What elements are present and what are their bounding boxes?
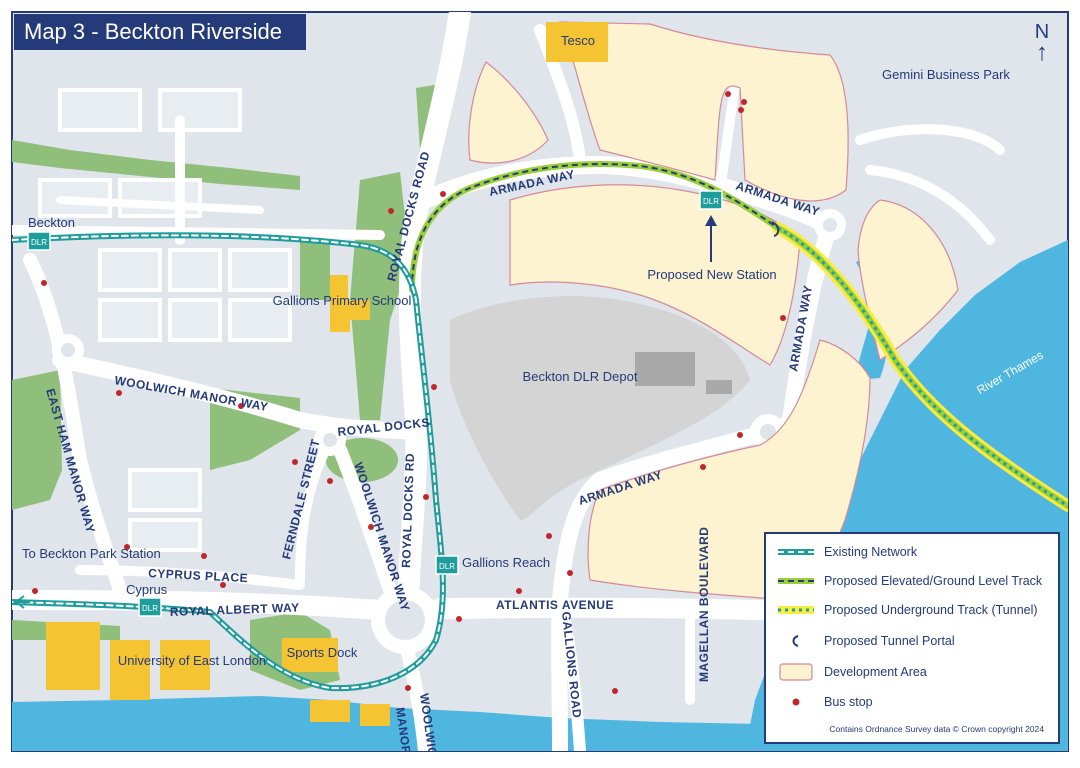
station-label-gallions-reach: Gallions Reach (462, 555, 550, 570)
road-label-cyprus-place: CYPRUS PLACE (148, 566, 249, 585)
existing-track-icon (776, 542, 816, 562)
map-title: Map 3 - Beckton Riverside (14, 14, 306, 50)
roundabouts (52, 68, 846, 654)
label-gemini: Gemini Business Park (882, 67, 1010, 82)
depot-building (635, 352, 695, 386)
buildings (46, 22, 608, 726)
label-uel: University of East London (118, 653, 266, 668)
legend-label: Development Area (824, 665, 927, 679)
dlr-icon-text: DLR (439, 562, 455, 571)
dlr-icon-text: DLR (142, 604, 158, 613)
legend: Existing Network Proposed Elevated/Groun… (764, 532, 1060, 744)
legend-item-bus-stop: Bus stop (776, 692, 873, 712)
legend-item-tunnel-portal: Proposed Tunnel Portal (776, 631, 955, 651)
road-label-atlantis-avenue: ATLANTIS AVENUE (496, 598, 614, 612)
legend-label: Proposed Underground Track (Tunnel) (824, 603, 1038, 617)
legend-label: Proposed Elevated/Ground Level Track (824, 574, 1043, 588)
legend-item-tunnel-track: Proposed Underground Track (Tunnel) (776, 600, 1038, 620)
tunnel-portal-icon (771, 221, 780, 237)
legend-label: Proposed Tunnel Portal (824, 634, 955, 648)
station-label-cyprus: Cyprus (126, 582, 168, 597)
dlr-icon-text: DLR (31, 238, 47, 247)
proposed-track-dash (411, 163, 779, 291)
station-label-beckton: Beckton (28, 215, 75, 230)
road-label-royal-albert-way: ROYAL ALBERT WAY (170, 600, 300, 619)
north-label: N (1034, 21, 1050, 43)
proposed-track-icon (776, 571, 816, 591)
proposed-station-arrow (705, 215, 717, 262)
tunnel-track-dots (777, 226, 1068, 508)
north-indicator: N ↑ (1028, 21, 1056, 66)
north-arrow-icon: ↑ (1036, 39, 1048, 66)
legend-credit: Contains Ordnance Survey data © Crown co… (829, 724, 1044, 734)
road-network (12, 12, 1005, 751)
station-icon-beckton[interactable]: DLR (27, 231, 51, 251)
label-depot: Beckton DLR Depot (523, 369, 638, 384)
road-label-magellan-boulevard: MAGELLAN BOULEVARD (697, 527, 711, 682)
bus-stop-icon (776, 692, 816, 712)
station-icon-proposed[interactable]: DLR (699, 190, 723, 210)
legend-label: Bus stop (824, 695, 873, 709)
station-label-proposed: Proposed New Station (647, 267, 776, 282)
legend-item-existing-network: Existing Network (776, 542, 917, 562)
arrow-to-beckton-park (14, 595, 30, 609)
development-areas (468, 21, 959, 601)
station-label-proposed-line1: Proposed New Station (647, 267, 776, 282)
station-icon-gallions-reach[interactable]: DLR (435, 555, 459, 575)
label-tesco: Tesco (561, 33, 595, 48)
legend-label: Existing Network (824, 545, 918, 559)
station-icon-cyprus[interactable]: DLR (138, 597, 162, 617)
bus-stops (32, 91, 786, 694)
dlr-icon-text: DLR (703, 197, 719, 206)
development-area-icon (776, 662, 816, 682)
tunnel-track-icon (776, 600, 816, 620)
tunnel-portal-legend-icon (776, 631, 816, 651)
road-label-royal-docks-rd: ROYAL DOCKS RD (399, 453, 417, 568)
label-sports-dock: Sports Dock (287, 645, 358, 660)
legend-item-development-area: Development Area (776, 662, 927, 682)
depot-building-small (706, 380, 732, 394)
label-gallions-school: Gallions Primary School (273, 293, 412, 308)
existing-track-lines (12, 232, 446, 692)
label-to-beckton-park: To Beckton Park Station (22, 546, 161, 561)
residential-blocks (38, 88, 292, 552)
legend-item-proposed-track: Proposed Elevated/Ground Level Track (776, 571, 1042, 591)
